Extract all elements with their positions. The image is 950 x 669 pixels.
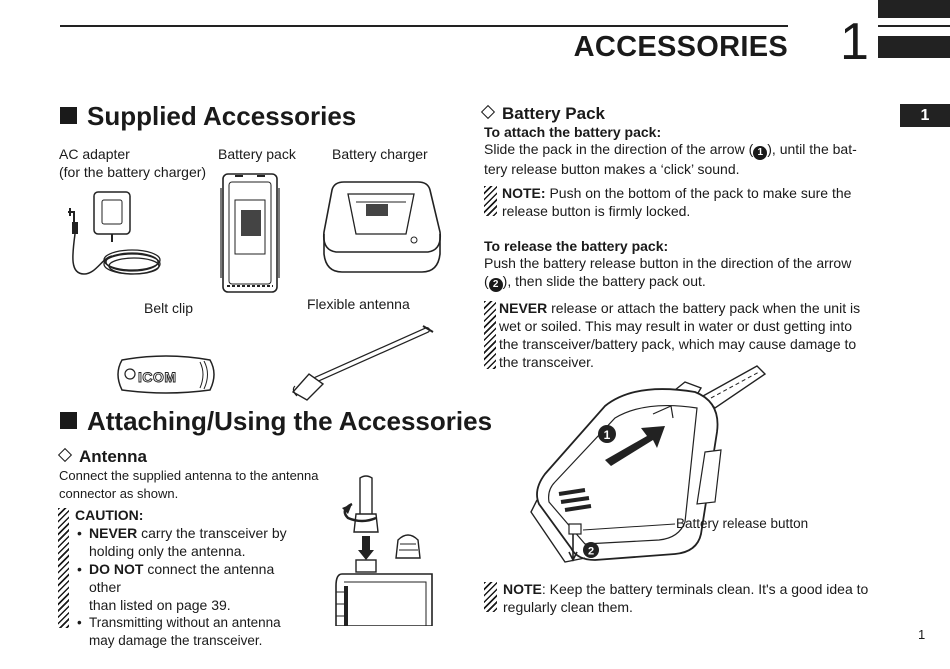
attach-battery-title: To attach the battery pack: bbox=[484, 124, 662, 140]
caution-list: NEVER carry the transceiver by holding o… bbox=[75, 524, 303, 649]
note-terminals-hatch-bar bbox=[484, 582, 497, 612]
note-hatch-bar bbox=[484, 186, 497, 216]
flexible-antenna-label: Flexible antenna bbox=[307, 296, 410, 312]
diamond-bullet-icon bbox=[480, 104, 496, 120]
antenna-heading: Antenna bbox=[57, 447, 147, 467]
icom-logo: ICOM bbox=[138, 369, 177, 385]
attach-battery-instructions: Slide the pack in the direction of the a… bbox=[484, 141, 857, 177]
never-hatch-bar bbox=[484, 301, 496, 369]
ac-adapter-illustration bbox=[68, 191, 161, 275]
never-warning: NEVER release or attach the battery pack… bbox=[499, 300, 861, 370]
page-number: 1 bbox=[918, 627, 926, 642]
release-battery-title: To release the battery pack: bbox=[484, 238, 669, 254]
note-terminals: NOTE: Keep the battery terminals clean. … bbox=[503, 581, 869, 615]
arrow-1-marker: 1 bbox=[753, 146, 768, 160]
antenna-instructions: Connect the supplied antenna to the ante… bbox=[59, 468, 319, 501]
chapter-tab-bar-top bbox=[878, 0, 950, 18]
battery-pack-label: Battery pack bbox=[218, 146, 296, 162]
callout-1-marker bbox=[598, 425, 616, 443]
diamond-bullet-icon bbox=[57, 447, 73, 463]
caution-item: Transmitting without an antenna may dama… bbox=[75, 614, 303, 649]
flexible-antenna-illustration bbox=[291, 325, 434, 401]
battery-charger-illustration bbox=[322, 181, 442, 273]
battery-pack-heading: Battery Pack bbox=[480, 104, 605, 124]
supplied-accessories-heading: Supplied Accessories bbox=[60, 101, 356, 132]
battery-release-button-label: Battery release button bbox=[676, 516, 809, 531]
square-bullet-icon bbox=[60, 107, 77, 124]
side-chapter-tab[interactable]: 1 bbox=[900, 104, 950, 127]
callout-2-marker bbox=[583, 542, 599, 558]
belt-clip-illustration: ICOM bbox=[117, 355, 215, 394]
chapter-number: 1 bbox=[840, 13, 869, 71]
header-rule bbox=[60, 25, 788, 27]
antenna-caution: CAUTION: NEVER carry the transceiver by … bbox=[75, 506, 303, 649]
attaching-accessories-heading: Attaching/Using the Accessories bbox=[60, 406, 492, 437]
belt-clip-label: Belt clip bbox=[144, 300, 194, 316]
release-battery-instructions: Push the battery release button in the d… bbox=[484, 255, 852, 292]
ac-adapter-label: AC adapter (for the battery charger) bbox=[59, 146, 207, 180]
chapter-title: ACCESSORIES bbox=[573, 31, 788, 63]
battery-charger-label: Battery charger bbox=[332, 146, 428, 162]
header-rule-right bbox=[878, 25, 950, 27]
antenna-attach-illustration bbox=[335, 475, 433, 626]
caution-item: NEVER carry the transceiver by holding o… bbox=[75, 524, 303, 560]
caution-hatch-bar bbox=[58, 508, 69, 628]
battery-attach-illustration: 1 2 bbox=[530, 365, 767, 563]
battery-pack-illustration bbox=[220, 173, 280, 293]
note-locked: NOTE: Push on the bottom of the pack to … bbox=[502, 185, 852, 219]
callout-2-text: 2 bbox=[588, 546, 594, 558]
caution-item: DO NOT connect the antenna other than li… bbox=[75, 560, 303, 614]
chapter-tab-bar-bottom bbox=[878, 36, 950, 58]
callout-1-text: 1 bbox=[604, 428, 611, 442]
square-bullet-icon bbox=[60, 412, 77, 429]
arrow-2-marker: 2 bbox=[488, 278, 503, 292]
